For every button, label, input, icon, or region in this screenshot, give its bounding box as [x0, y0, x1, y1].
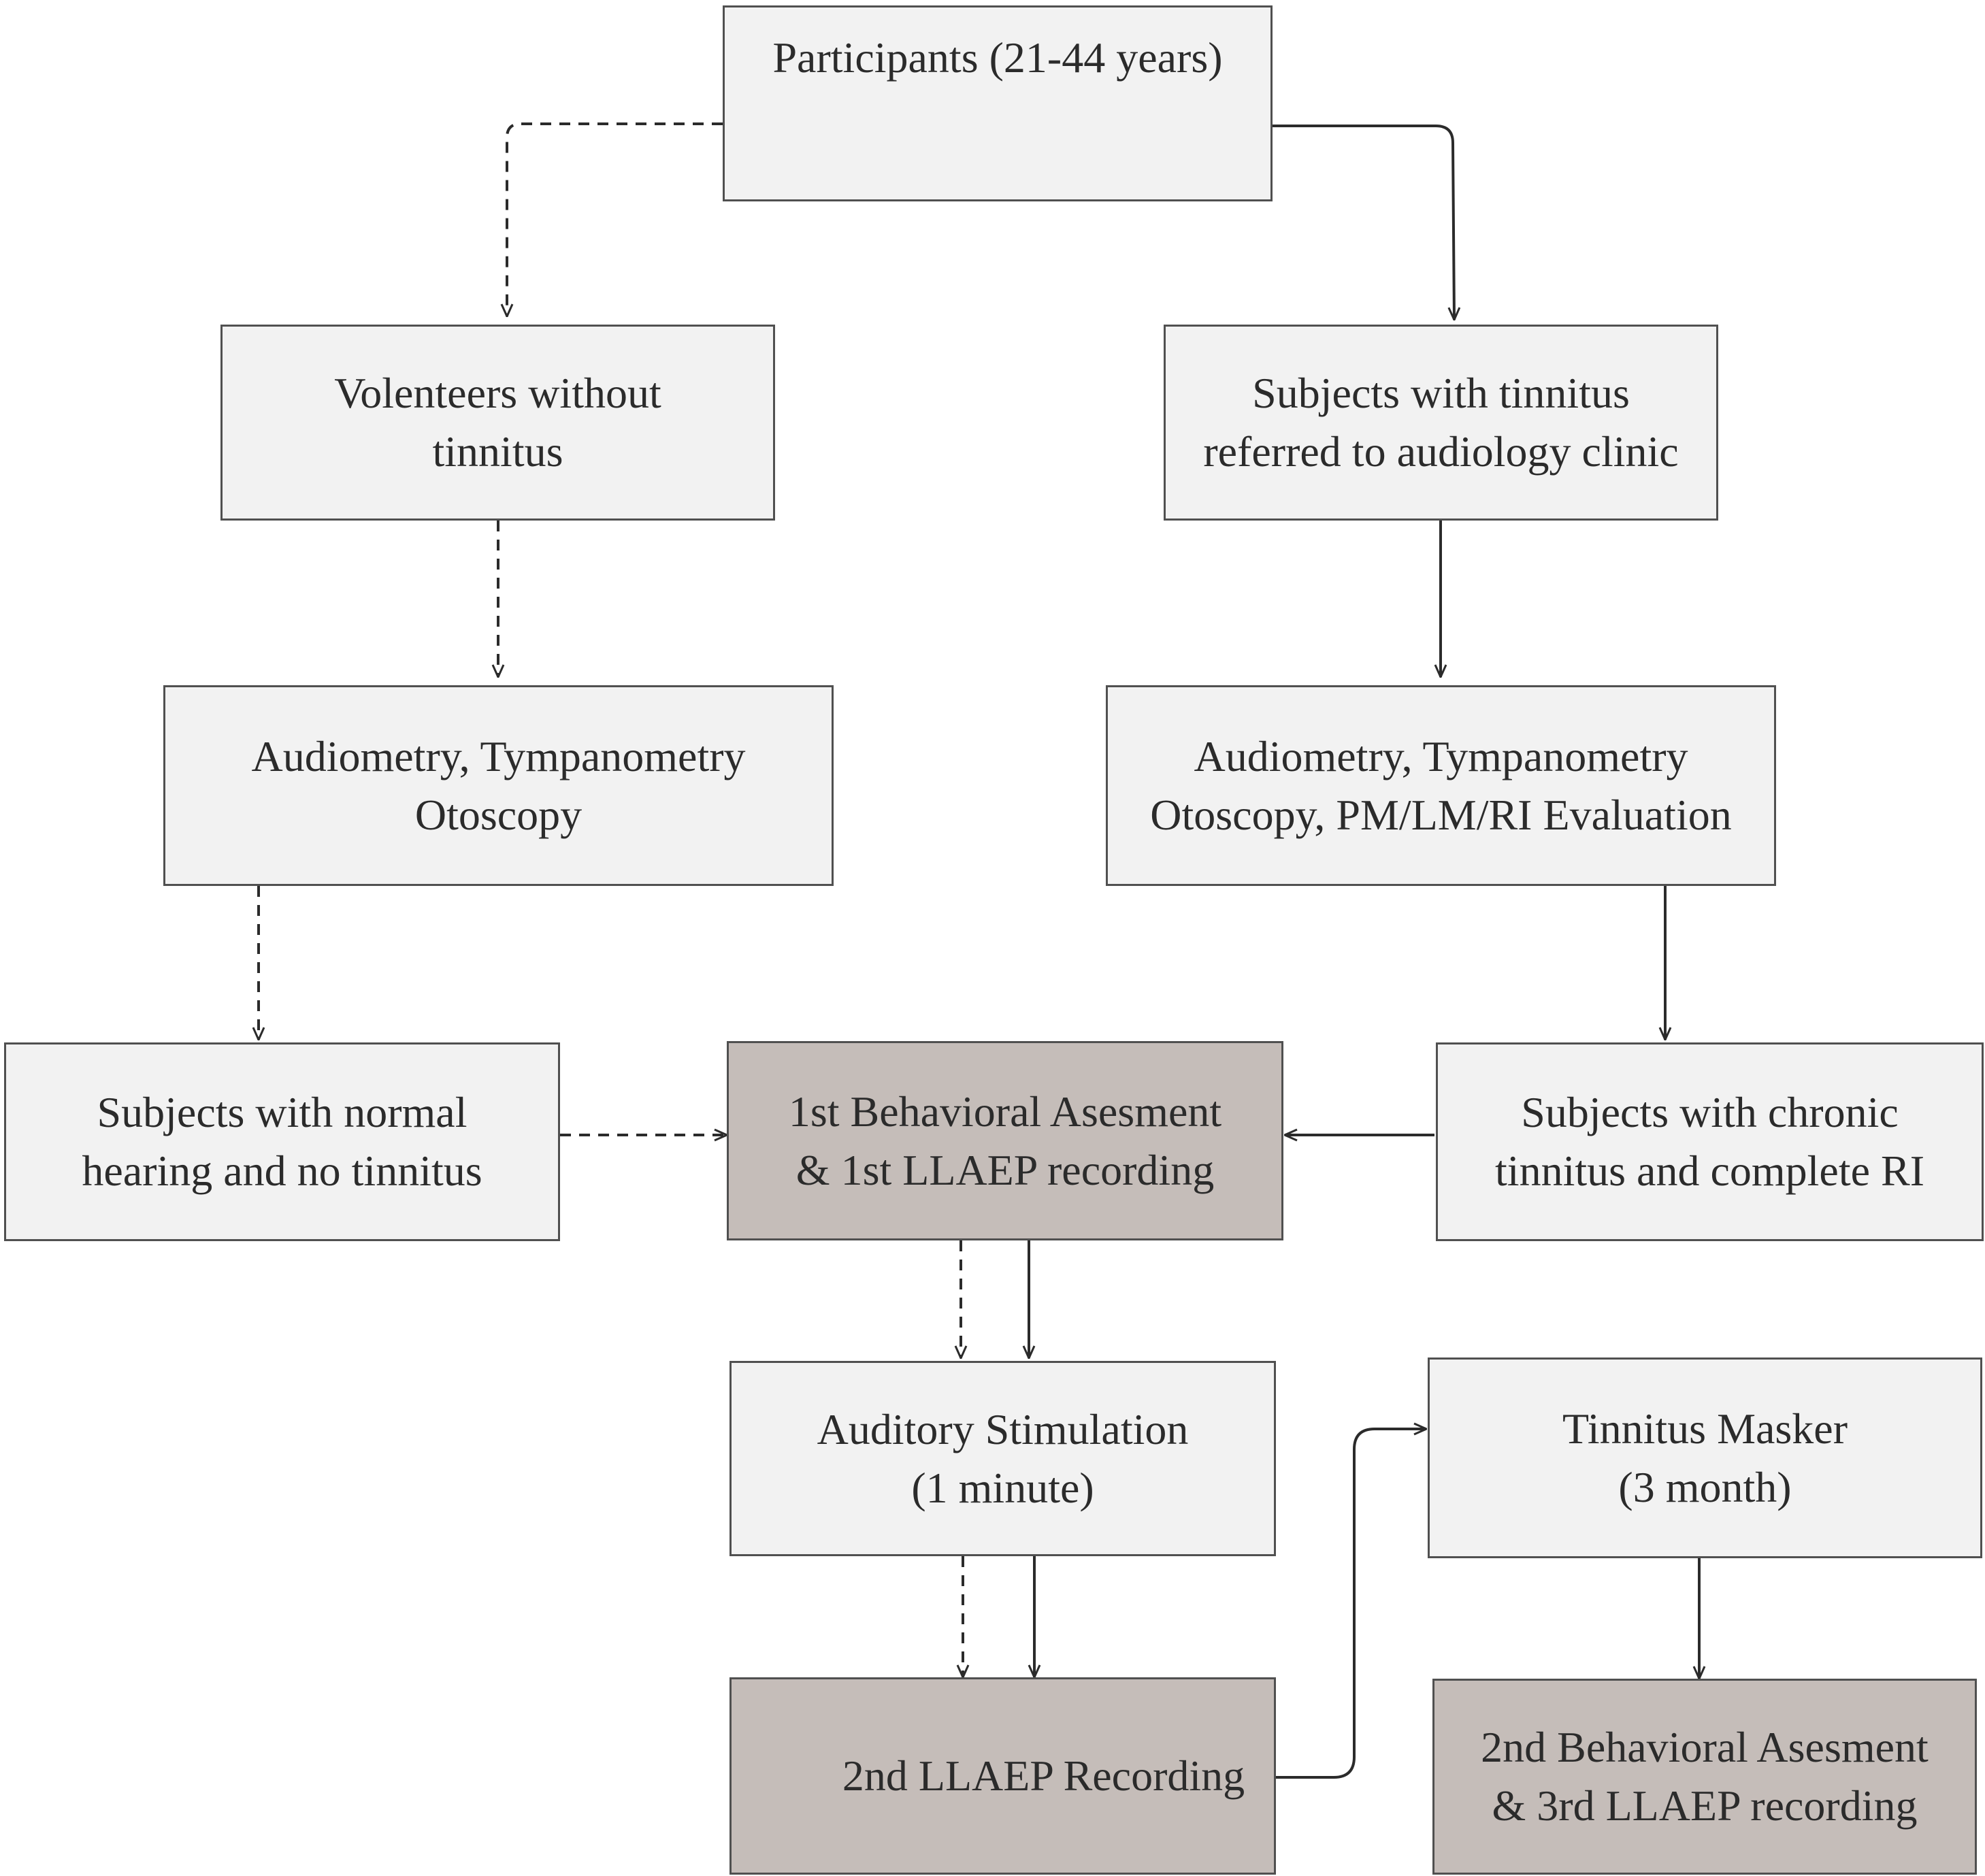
auditory-stimulation-line-2: (1 minute) [911, 1463, 1094, 1512]
auditory-stimulation-line-1: Auditory Stimulation [817, 1404, 1189, 1453]
second-recording-box: 2nd LLAEP Recording [729, 1677, 1276, 1875]
tinnitus-masker-box: Tinnitus Masker (3 month) [1428, 1357, 1982, 1558]
auditory-stimulation-box: Auditory Stimulation (1 minute) [729, 1361, 1276, 1556]
second-assessment-line-1: 2nd Behavioral Asesment [1481, 1723, 1929, 1771]
second-recording-line-1: 2nd LLAEP Recording [842, 1751, 1245, 1800]
tinnitus-subjects-box: Subjects with tinnitus referred to audio… [1164, 325, 1718, 521]
chronic-subjects-line-2: tinnitus and complete RI [1495, 1147, 1924, 1195]
chronic-subjects-line-1: Subjects with chronic [1521, 1088, 1899, 1136]
arrow-participants-to-tinnitus-subjects [1273, 125, 1454, 320]
tinnitus-tests-box: Audiometry, Tympanometry Otoscopy, PM/LM… [1106, 685, 1776, 886]
volunteers-box: Volenteers without tinnitus [220, 325, 775, 521]
chronic-subjects-box: Subjects with chronic tinnitus and compl… [1436, 1042, 1984, 1241]
volunteers-line-1: Volenteers without [334, 369, 661, 417]
tinnitus-subjects-line-2: referred to audiology clinic [1203, 427, 1679, 476]
tinnitus-tests-line-1: Audiometry, Tympanometry [1194, 731, 1688, 780]
second-assessment-box: 2nd Behavioral Asesment & 3rd LLAEP reco… [1432, 1679, 1977, 1875]
tinnitus-subjects-line-1: Subjects with tinnitus [1252, 369, 1630, 417]
normal-subjects-box: Subjects with normal hearing and no tinn… [4, 1042, 560, 1241]
first-assessment-box: 1st Behavioral Asesment & 1st LLAEP reco… [727, 1041, 1283, 1240]
normal-subjects-line-2: hearing and no tinnitus [82, 1147, 482, 1195]
volunteers-line-2: tinnitus [432, 427, 563, 476]
participants-box: Participants (21-44 years) [723, 5, 1273, 201]
control-tests-box: Audiometry, Tympanometry Otoscopy [163, 685, 834, 886]
control-tests-line-1: Audiometry, Tympanometry [251, 731, 746, 780]
second-assessment-line-2: & 3rd LLAEP recording [1492, 1781, 1918, 1830]
arrow-participants-to-volunteers [507, 122, 723, 316]
tinnitus-masker-line-2: (3 month) [1618, 1462, 1792, 1511]
participants-line-1: Participants (21-44 years) [772, 33, 1223, 82]
first-assessment-line-1: 1st Behavioral Asesment [788, 1087, 1222, 1136]
tinnitus-masker-line-1: Tinnitus Masker [1562, 1404, 1848, 1453]
tinnitus-tests-line-2: Otoscopy, PM/LM/RI Evaluation [1150, 790, 1732, 839]
control-tests-line-2: Otoscopy [414, 790, 583, 839]
normal-subjects-line-1: Subjects with normal [97, 1088, 467, 1136]
arrow-second-recording-to-tinnitus-masker [1276, 1429, 1426, 1779]
first-assessment-line-2: & 1st LLAEP recording [795, 1145, 1215, 1194]
